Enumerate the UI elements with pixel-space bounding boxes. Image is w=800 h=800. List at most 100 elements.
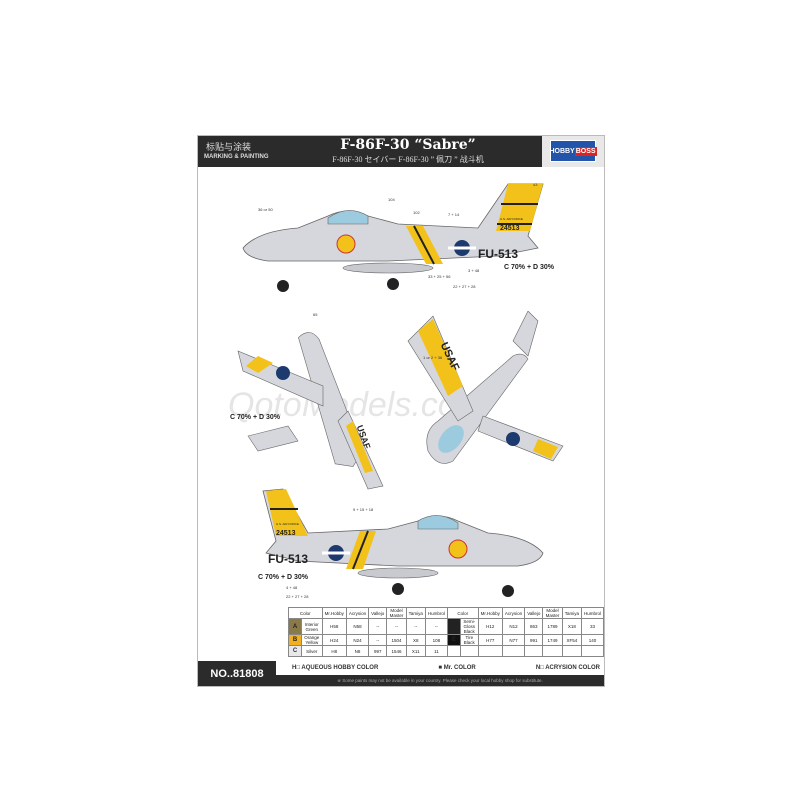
cell-humbrol: 33 [580,618,605,635]
cell-vallejo: -- [368,634,388,646]
empty-cell [459,645,479,657]
callout: 22 + 27 + 28 [286,594,309,599]
cell-name: Interior Green [301,618,323,635]
top-view: USAF 1 or 2 + 36 [407,311,564,464]
cell-mrhobby: H24 [321,634,347,646]
cell-mm: -- [386,618,407,635]
col-header: Tamiya [405,607,426,619]
cell-humbrol: 11 [424,645,448,657]
col-header: Color [288,607,323,619]
cell-vallejo: 991 [524,634,544,646]
legend-mr-color: ■ Mr. COLOR [438,665,476,671]
cell-humbrol: 108 [424,634,448,646]
empty-cell [446,645,461,657]
callout: 65 [313,312,318,317]
col-header: Mr.Hobby [477,607,503,619]
cell-tamiya: X18 [561,618,582,635]
cell-tamiya: X11 [405,645,426,657]
cell-tamiya: X8 [405,634,426,646]
cell-acrysion: N58 [345,618,370,635]
empty-cell [580,645,605,657]
section-label-en: MARKING & PAINTING [204,154,269,160]
availability-note: ※ Some paints may not be available in yo… [276,675,604,686]
col-header: Acrysion [501,607,526,619]
col-header: Vallejo [368,607,388,619]
cell-vallejo: -- [368,618,388,635]
callout: 22 + 27 + 28 [453,284,476,289]
cell-mrhobby: H77 [477,634,503,646]
cell-name: Silver [301,645,323,657]
kit-number: NO..81808 [198,661,276,686]
cell-mm: 1546 [386,645,407,657]
tail-text-right: U.S. AIR FORCE [276,522,299,526]
mix-note-right: C 70% + D 30% [258,574,309,581]
buzz-number: FU-513 [478,247,518,261]
logo-boss: BOSS [574,146,597,156]
cell-acrysion: N77 [501,634,526,646]
cell-mm: 1504 [386,634,407,646]
col-header: Humbrol [580,607,605,619]
callout: 4 + 48 [286,585,298,590]
callout: 7 + 14 [448,212,460,217]
header-bar: 标贴与涂装 MARKING & PAINTING F-86F-30 “Sabre… [198,136,604,167]
callout: 43 [533,182,538,187]
color-swatch: E [446,634,461,646]
buzz-number-right: FU-513 [268,552,308,566]
tail-text: U.S. AIR FORCE [500,217,523,221]
cell-mrhobby: H12 [477,618,503,635]
instruction-sheet: 标贴与涂装 MARKING & PAINTING F-86F-30 “Sabre… [197,135,605,687]
section-label-cn: 标贴与涂装 [206,142,252,152]
col-header: Model Master [542,607,563,619]
color-swatch: A [288,618,302,635]
cell-name: Orange Yellow [301,634,323,646]
col-header: Mr.Hobby [321,607,347,619]
cell-vallejo: 863 [524,618,544,635]
cell-name: Semi-Gloss Black [459,618,479,635]
empty-cell [501,645,526,657]
tail-number-right: 24513 [276,530,296,537]
color-swatch: C [288,645,302,657]
paint-legend: H□ AQUEOUS HOBBY COLOR ■ Mr. COLOR N□ AC… [288,661,604,675]
right-side-view: FU-513 24513 U.S. AIR FORCE C 70% + D 30… [258,488,544,599]
cell-mm: 1789 [542,618,563,635]
empty-cell [561,645,582,657]
empty-cell [542,645,563,657]
color-swatch: D [446,618,461,635]
col-header: Model Master [386,607,407,619]
callout: 3 + 48 [468,268,480,273]
table-header: Color Mr.Hobby Acrysion Vallejo Model Ma… [288,607,605,619]
col-header: Vallejo [524,607,544,619]
page-title: F-86F-30 “Sabre” [340,137,476,153]
cell-acrysion: N24 [345,634,370,646]
cell-humbrol: -- [424,618,448,635]
cell-acrysion: N8 [345,645,370,657]
empty-cell [477,645,503,657]
callout: 104 [388,197,395,202]
callout: 102 [413,210,420,215]
col-header: Acrysion [345,607,370,619]
paint-table: Color Mr.Hobby Acrysion Vallejo Model Ma… [288,607,605,657]
legend-acrysion: N□ ACRYSION COLOR [535,665,600,671]
cell-tamiya: -- [405,618,426,635]
cell-mrhobby: H58 [321,618,347,635]
mix-note-bottom: C 70% + D 30% [230,414,281,421]
callout: 1 or 2 + 36 [423,355,443,360]
mix-note: C 70% + D 30% [504,264,555,271]
cell-mrhobby: H8 [321,645,347,657]
col-header: Color [446,607,479,619]
logo-hobby: HOBBY [549,147,575,155]
col-header: Tamiya [561,607,582,619]
cell-acrysion: N12 [501,618,526,635]
tail-number: 24513 [500,225,520,232]
col-header: Humbrol [424,607,448,619]
callout: 33 + 25 + 56 [428,274,451,279]
cell-mm: 1749 [542,634,563,646]
cell-humbrol: 140 [580,634,605,646]
callout: 36 or 50 [258,207,273,212]
legend-aqueous: H□ AQUEOUS HOBBY COLOR [292,665,379,671]
cell-vallejo: 997 [368,645,388,657]
cell-name: Tire Black [459,634,479,646]
